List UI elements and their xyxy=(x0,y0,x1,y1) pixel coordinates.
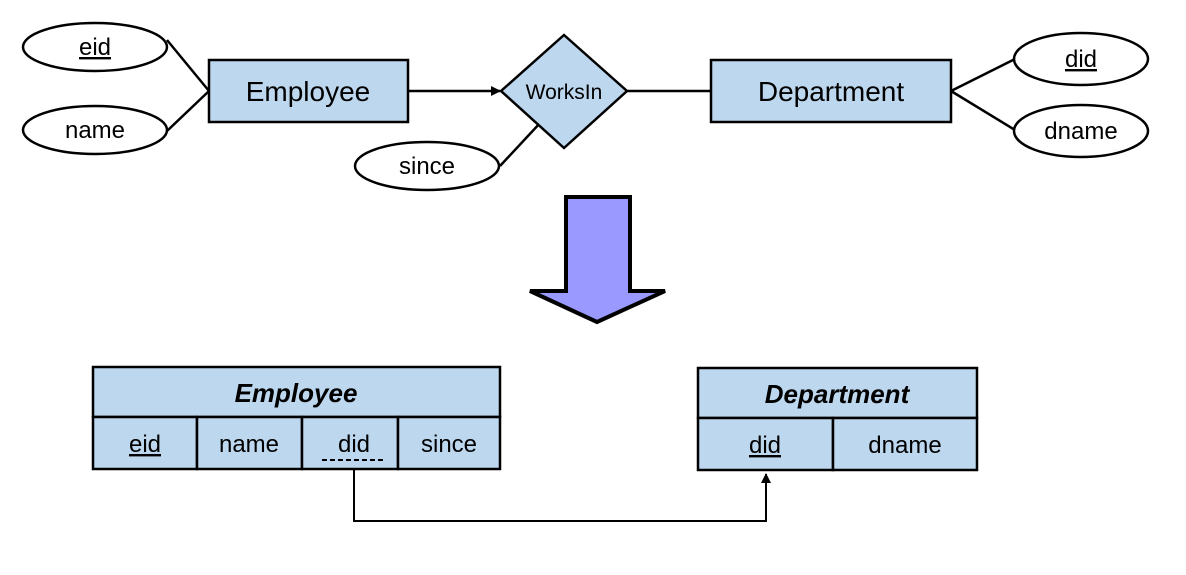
table-department: Department did dname xyxy=(696,366,979,472)
attribute-dname-label: dname xyxy=(1044,118,1117,145)
attribute-dname: dname xyxy=(1012,103,1150,159)
entity-department-label: Department xyxy=(758,76,905,107)
attribute-did: did xyxy=(1012,31,1150,87)
table-employee-title: Employee xyxy=(235,378,358,408)
table-employee-col-name: name xyxy=(219,431,279,458)
connector-dname xyxy=(950,89,1016,132)
attribute-name-label: name xyxy=(65,117,125,144)
attribute-eid: eid xyxy=(21,21,169,73)
connector-since xyxy=(499,121,542,167)
entity-employee: Employee xyxy=(207,58,410,124)
attribute-since-label: since xyxy=(399,153,455,180)
connector-eid xyxy=(166,39,210,92)
entity-department: Department xyxy=(709,58,953,124)
table-employee-col-did: did xyxy=(338,431,370,458)
attribute-did-label: did xyxy=(1065,46,1097,73)
transform-arrow-icon xyxy=(529,195,666,325)
attribute-eid-label: eid xyxy=(79,34,111,61)
table-department-col-did: did xyxy=(749,432,781,459)
connector-name xyxy=(166,90,210,132)
attribute-since: since xyxy=(353,140,501,192)
table-employee: Employee eid name did since xyxy=(91,365,502,471)
foreign-key-reference-line xyxy=(353,469,771,522)
table-department-col-dname: dname xyxy=(868,432,941,459)
table-department-title: Department xyxy=(765,379,911,409)
relationship-worksin: WorksIn xyxy=(499,33,629,150)
table-employee-col-eid: eid xyxy=(129,431,161,458)
relationship-worksin-label: WorksIn xyxy=(526,81,603,104)
connector-did xyxy=(950,57,1016,93)
table-employee-col-since: since xyxy=(421,431,477,458)
attribute-name: name xyxy=(21,104,169,156)
entity-employee-label: Employee xyxy=(246,76,371,107)
